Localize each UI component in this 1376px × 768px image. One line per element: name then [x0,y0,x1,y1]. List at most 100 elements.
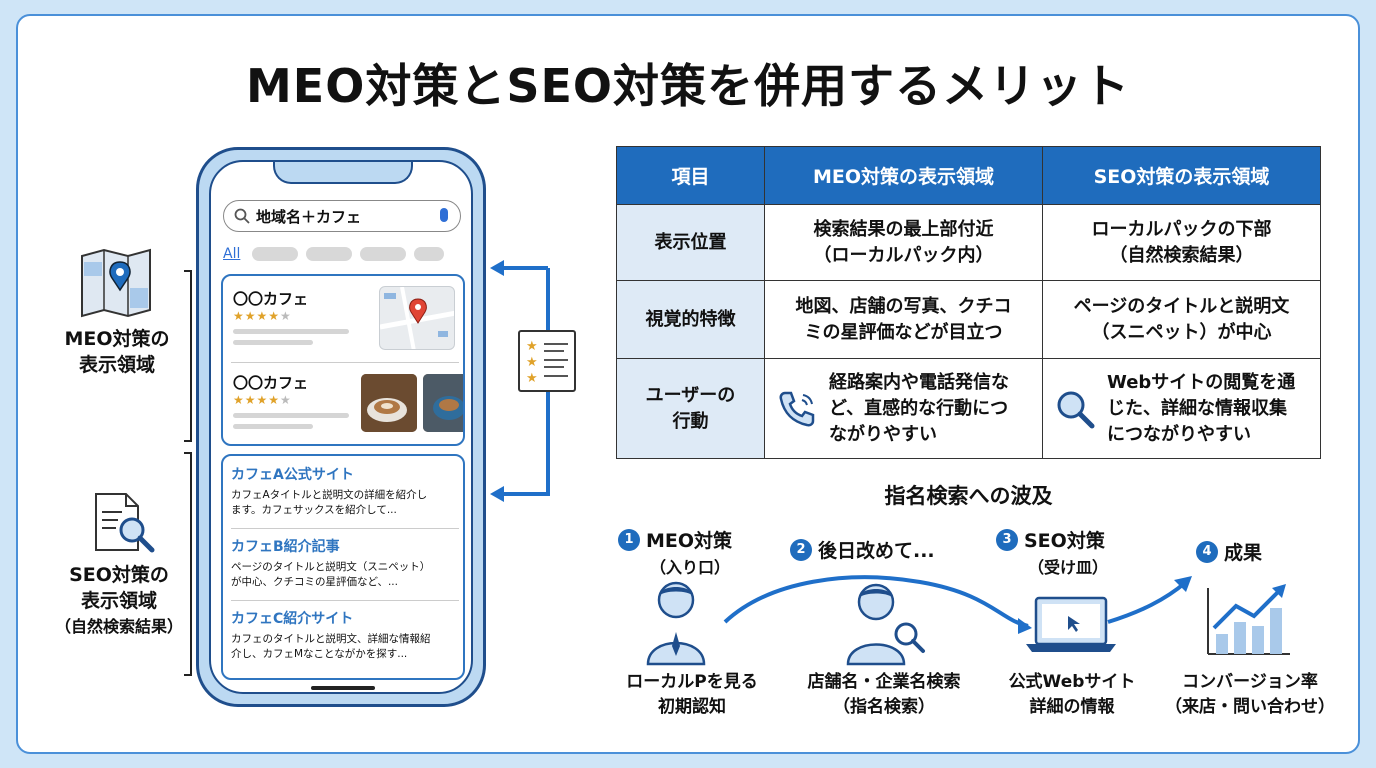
table-row: 表示位置 検索結果の最上部付近（ローカルパック内） ローカルパックの下部（自然検… [616,204,1321,281]
map-icon [81,248,151,318]
coffee-cup-icon [423,374,463,432]
page-title: MEO対策とSEO対策を併用するメリット [246,59,1130,113]
step-1-label: ローカルPを見る初期認知 [626,672,758,717]
local-pack-box: 〇〇カフェ ★★★★★ 〇〇カフェ ★★★★★ [221,274,465,446]
snippet-line: カフェAタイトルと説明文の詳細を紹介し [231,489,428,501]
step-3-label: 公式Webサイト詳細の情報 [1008,672,1136,717]
phone-screen: 地域名＋カフェ All 〇〇カフェ ★★★★★ [209,160,473,694]
home-indicator [311,686,375,690]
table-row: ユーザーの行動 経路案内や電話発信など、直感的な行動につながりやすい Webサイ… [616,358,1321,459]
result-snippet: カフェAタイトルと説明文の詳細を紹介し ます。カフェサックスを紹介して... [231,488,463,518]
step-4-label: コンバージョン率（来店・問い合わせ） [1165,672,1335,717]
organic-result[interactable]: カフェB紹介記事 ページのタイトルと説明文（スニペット） が中心、クチコミの星評… [231,536,463,590]
table-row: 視覚的特徴 地図、店舗の写真、クチコミの星評価などが目立つ ページのタイトルと説… [616,280,1321,359]
search-query-text: 地域名＋カフェ [256,207,362,226]
cafe-photo[interactable] [423,374,463,432]
placeholder-line [233,329,349,334]
table-header-row: 項目 MEO対策の表示領域 SEO対策の表示領域 [616,146,1321,205]
map-pin-icon [380,287,454,349]
step-2-label: 店舗名・企業名検索（指名検索） [807,672,961,717]
person-search-icon [846,583,925,666]
comparison-table: 項目 MEO対策の表示領域 SEO対策の表示領域 表示位置 検索結果の最上部付近… [616,146,1321,459]
snippet-line: ます。カフェサックスを紹介して... [231,504,397,516]
map-thumbnail[interactable] [379,286,455,350]
meo-label-line2: 表示領域 [78,354,155,376]
step-3-sub: （受け皿） [1027,558,1108,577]
filter-chip[interactable] [252,247,299,261]
seo-label-line2: 表示領域 [80,590,157,612]
step-2-head: 2 後日改めて... [790,536,935,563]
step-number: 4 [1196,540,1218,563]
laptop-icon [1026,596,1116,652]
local-item[interactable]: 〇〇カフェ ★★★★★ [233,288,349,345]
star-rating: ★★★★★ [233,309,292,323]
phone-notch [273,162,413,184]
header-meo: MEO対策の表示領域 [764,146,1043,205]
step-heading: MEO対策 [646,530,733,552]
search-icon [234,208,250,224]
svg-text:★: ★ [526,339,538,354]
divider [231,528,459,529]
table-cell: 地図、店舗の写真、クチコミの星評価などが目立つ [764,280,1043,359]
star-rating: ★★★★★ [233,393,292,407]
step-number: 3 [996,528,1018,551]
filter-chips: All [223,246,445,262]
document-search-icon [95,493,155,553]
meo-area-label: MEO対策の 表示領域 [42,326,192,378]
svg-text:★: ★ [526,371,538,386]
placeholder-line [233,424,313,429]
row-header: 視覚的特徴 [616,280,765,359]
filter-chip[interactable] [360,247,407,261]
result-snippet: ページのタイトルと説明文（スニペット） が中心、クチコミの星評価など、... [231,560,463,590]
phone-mockup: 地域名＋カフェ All 〇〇カフェ ★★★★★ [196,147,486,707]
organic-results-box: カフェA公式サイト カフェAタイトルと説明文の詳細を紹介し ます。カフェサックス… [221,454,465,680]
result-snippet: カフェのタイトルと説明文、詳細な情報紹 介し、カフェMなことながかを探す... [231,632,463,662]
row-header: 表示位置 [616,204,765,281]
header-seo: SEO対策の表示領域 [1042,146,1321,205]
growth-chart-icon [1207,584,1290,655]
cafe-photo[interactable] [361,374,417,432]
chip-all[interactable]: All [223,246,241,262]
result-title[interactable]: カフェC紹介サイト [231,611,354,627]
snippet-line: カフェのタイトルと説明文、詳細な情報紹 [231,633,431,645]
coffee-cup-icon [361,374,417,432]
magnifier-icon [1057,391,1095,428]
seo-label-sub: （自然検索結果） [54,617,183,636]
result-title[interactable]: カフェB紹介記事 [231,539,340,555]
flow-title: 指名検索への波及 [884,484,1053,508]
svg-text:★: ★ [526,355,538,370]
microphone-icon[interactable] [440,208,448,222]
divider [231,600,459,601]
seo-bracket [184,452,192,676]
header-item: 項目 [616,146,765,205]
meo-label-line1: MEO対策の [64,328,170,350]
checklist-icon: ★ ★ ★ [518,330,576,392]
organic-result[interactable]: カフェA公式サイト カフェAタイトルと説明文の詳細を紹介し ます。カフェサックス… [231,464,463,518]
filter-chip[interactable] [306,247,353,261]
seo-label-line1: SEO対策の [69,564,169,586]
local-item[interactable]: 〇〇カフェ ★★★★★ [233,372,349,429]
organic-result[interactable]: カフェC紹介サイト カフェのタイトルと説明文、詳細な情報紹 介し、カフェMなこと… [231,608,463,662]
step-number: 2 [790,538,812,561]
seo-area-label: SEO対策の 表示領域 （自然検索結果） [44,562,194,640]
placeholder-line [233,340,313,345]
row-header: ユーザーの行動 [616,358,765,459]
step-3-head: 3 SEO対策 [996,526,1105,553]
person-icon [646,581,706,666]
table-cell: Webサイトの閲覧を通じた、詳細な情報収集につながりやすい [1042,358,1321,459]
phone-call-icon [779,391,815,426]
step-heading: 後日改めて... [818,540,935,562]
table-cell: 検索結果の最上部付近（ローカルパック内） [764,204,1043,281]
local-item-name: 〇〇カフェ [233,374,309,392]
table-cell: 経路案内や電話発信など、直感的な行動につながりやすい [764,358,1043,459]
meo-bracket [184,270,192,442]
filter-chip[interactable] [414,247,445,261]
snippet-line: ページのタイトルと説明文（スニペット） [231,561,431,573]
flow-graphics [646,575,1290,666]
table-cell: ローカルパックの下部（自然検索結果） [1042,204,1321,281]
step-number: 1 [618,528,640,551]
result-title[interactable]: カフェA公式サイト [231,467,354,483]
local-item-name: 〇〇カフェ [233,290,309,308]
divider [231,362,459,363]
search-input[interactable]: 地域名＋カフェ [223,200,461,232]
